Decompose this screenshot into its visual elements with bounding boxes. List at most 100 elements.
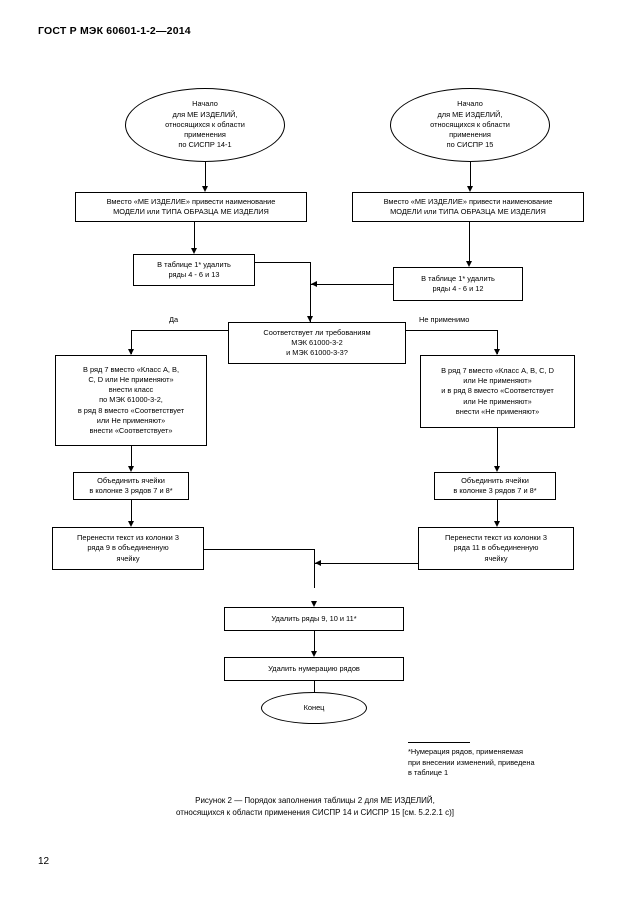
arrowhead-start-right — [466, 186, 473, 192]
start-left-line-3: относящихся к области — [165, 119, 245, 129]
arrowhead-merge-box-left — [127, 466, 134, 472]
delete-rows-label: Удалить ряды 9, 10 и 11* — [271, 613, 357, 623]
connector-merge-left-to-transfer — [131, 500, 132, 523]
connector-yes-vertical — [131, 330, 132, 354]
start-right-line-5: по СИСПР 15 — [446, 140, 494, 150]
arrowhead-delete-rows — [310, 601, 317, 607]
merge-cells-box-right: Объединить ячейки в колонке 3 рядов 7 и … — [434, 472, 556, 500]
merge-right-line-1: Объединить ячейки — [461, 475, 529, 485]
action-left-line-6: или Не применяют» — [96, 415, 166, 425]
transfer-left-line-2: ряда 9 в объединенную — [87, 543, 169, 553]
arrowhead-start-left — [201, 186, 208, 192]
merge-right-line-2: в колонке 3 рядов 7 и 8* — [453, 486, 537, 495]
action-right-line-5: внести «Не применяют» — [455, 406, 540, 416]
connector-table-left-right-segment — [255, 262, 311, 263]
connector-transfer-left-down — [314, 549, 315, 588]
connector-transfer-left-out — [204, 549, 315, 550]
arrowhead-decision-top — [306, 316, 313, 322]
start-left-line-1: Начало — [192, 99, 218, 109]
arrowhead-transfer-left — [127, 521, 134, 527]
start-right-line-4: применения — [449, 130, 491, 140]
connector-rename-right-to-table — [469, 222, 470, 262]
action-left-line-5: в ряд 8 вместо «Соответствует — [77, 405, 185, 415]
action-left-line-2: C, D или Не применяют» — [88, 374, 174, 384]
page-number: 12 — [38, 856, 50, 867]
start-right-line-3: относящихся к области — [430, 119, 510, 129]
delete-numbering-box: Удалить нумерацию рядов — [224, 657, 404, 681]
end-node: Конец — [261, 692, 367, 724]
transfer-left-line-1: Перенести текст из колонки 3 — [77, 533, 179, 543]
branch-label-yes: Да — [167, 315, 181, 324]
merge-left-line-1: Объединить ячейки — [97, 475, 165, 485]
footnote-divider — [408, 742, 470, 743]
start-node-cispr-15: Начало для МЕ ИЗДЕЛИЙ, относящихся к обл… — [390, 88, 550, 162]
arrowhead-merge-left — [311, 280, 317, 287]
delete-numbering-label: Удалить нумерацию рядов — [268, 663, 360, 673]
branch-label-not-applicable: Не применимо — [417, 315, 472, 324]
delete-rows-box: Удалить ряды 9, 10 и 11* — [224, 607, 404, 631]
table-right-line-2: ряды 4 - 6 и 12 — [432, 284, 484, 293]
decision-line-3: и МЭК 61000-3-3? — [286, 348, 348, 358]
rename-right-line-1: Вместо «МЕ ИЗДЕЛИЕ» привести наименовани… — [383, 196, 553, 206]
arrowhead-action-right — [493, 349, 500, 355]
connector-action-left-to-merge — [131, 446, 132, 468]
transfer-right-line-1: Перенести текст из колонки 3 — [445, 533, 547, 543]
start-left-line-4: применения — [184, 130, 226, 140]
action-right-line-4: или Не применяют» — [463, 396, 532, 406]
arrowhead-merge-box-right — [493, 466, 500, 472]
footnote-line-1: *Нумерация рядов, применяемая — [408, 747, 523, 756]
connector-delete-rows-to-numbering — [314, 631, 315, 653]
connector-transfer-right-out — [315, 563, 418, 564]
standard-header: ГОСТ Р МЭК 60601-1-2—2014 — [38, 25, 191, 37]
connector-na-vertical — [497, 330, 498, 354]
rename-left-line-1: Вместо «МЕ ИЗДЕЛИЕ» привести наименовани… — [106, 196, 276, 206]
action-left-line-4: по МЭК 61000-3-2, — [99, 395, 163, 405]
arrowhead-transfer-right — [493, 521, 500, 527]
decision-line-1: Соответствует ли требованиям — [263, 327, 371, 337]
transfer-text-box-left: Перенести текст из колонки 3 ряда 9 в об… — [52, 527, 204, 570]
rename-left-line-2: МОДЕЛИ или ТИПА ОБРАЗЦА МЕ ИЗДЕЛИЯ — [113, 207, 269, 216]
arrowhead-table-right — [465, 261, 472, 267]
caption-line-1: Рисунок 2 — Порядок заполнения таблицы 2… — [195, 796, 435, 805]
table-left-line-1: В таблице 1* удалить — [157, 259, 231, 269]
merge-cells-box-left: Объединить ячейки в колонке 3 рядов 7 и … — [73, 472, 189, 500]
rename-box-right: Вместо «МЕ ИЗДЕЛИЕ» привести наименовани… — [352, 192, 584, 222]
action-left-line-7: внести «Соответствует» — [89, 426, 173, 436]
action-left-line-3: внести класс — [108, 385, 154, 395]
figure-caption: Рисунок 2 — Порядок заполнения таблицы 2… — [0, 795, 630, 819]
action-left-line-1: В ряд 7 вместо «Класс A, B, — [82, 364, 180, 374]
footnote-line-3: в таблице 1 — [408, 768, 449, 778]
arrowhead-delete-numbering — [310, 651, 317, 657]
table-right-line-1: В таблице 1* удалить — [421, 273, 495, 283]
rename-box-left: Вместо «МЕ ИЗДЕЛИЕ» привести наименовани… — [75, 192, 307, 222]
action-right-line-2: или Не применяют» — [463, 376, 532, 386]
transfer-right-line-3: ячейку — [484, 553, 508, 563]
arrowhead-table-left — [190, 248, 197, 254]
connector-table-left-down-segment — [310, 262, 311, 322]
footnote: *Нумерация рядов, применяемая при внесен… — [408, 742, 588, 779]
transfer-right-line-2: ряда 11 в объединенную — [453, 543, 539, 553]
arrowhead-converge-left — [315, 559, 321, 566]
start-left-line-2: для МЕ ИЗДЕЛИЙ, — [172, 109, 238, 119]
rename-right-line-2: МОДЕЛИ или ТИПА ОБРАЗЦА МЕ ИЗДЕЛИЯ — [390, 207, 546, 216]
connector-rename-left-to-table — [194, 222, 195, 249]
start-right-line-2: для МЕ ИЗДЕЛИЙ, — [437, 109, 503, 119]
merge-left-line-2: в колонке 3 рядов 7 и 8* — [89, 486, 173, 495]
table-left-line-2: ряды 4 - 6 и 13 — [168, 270, 220, 279]
caption-line-2: относящихся к области применения СИСПР 1… — [176, 808, 454, 817]
action-right-line-3: и в ряд 8 вместо «Соответствует — [441, 386, 554, 396]
action-box-left: В ряд 7 вместо «Класс A, B, C, D или Не … — [55, 355, 207, 446]
arrowhead-action-left — [127, 349, 134, 355]
decision-box: Соответствует ли требованиям МЭК 61000-3… — [228, 322, 406, 364]
action-box-right: В ряд 7 вместо «Класс A, B, C, D или Не … — [420, 355, 575, 428]
decision-line-2: МЭК 61000-3-2 — [291, 337, 343, 347]
table-edit-box-left: В таблице 1* удалить ряды 4 - 6 и 13 — [133, 254, 255, 286]
start-right-line-1: Начало — [457, 99, 483, 109]
connector-na-horizontal — [406, 330, 498, 331]
connector-yes-horizontal — [131, 330, 228, 331]
connector-start-left-to-rename — [205, 162, 206, 187]
transfer-text-box-right: Перенести текст из колонки 3 ряда 11 в о… — [418, 527, 574, 570]
connector-action-right-to-merge — [497, 428, 498, 468]
footnote-line-2: при внесении изменений, приведена — [408, 757, 535, 767]
